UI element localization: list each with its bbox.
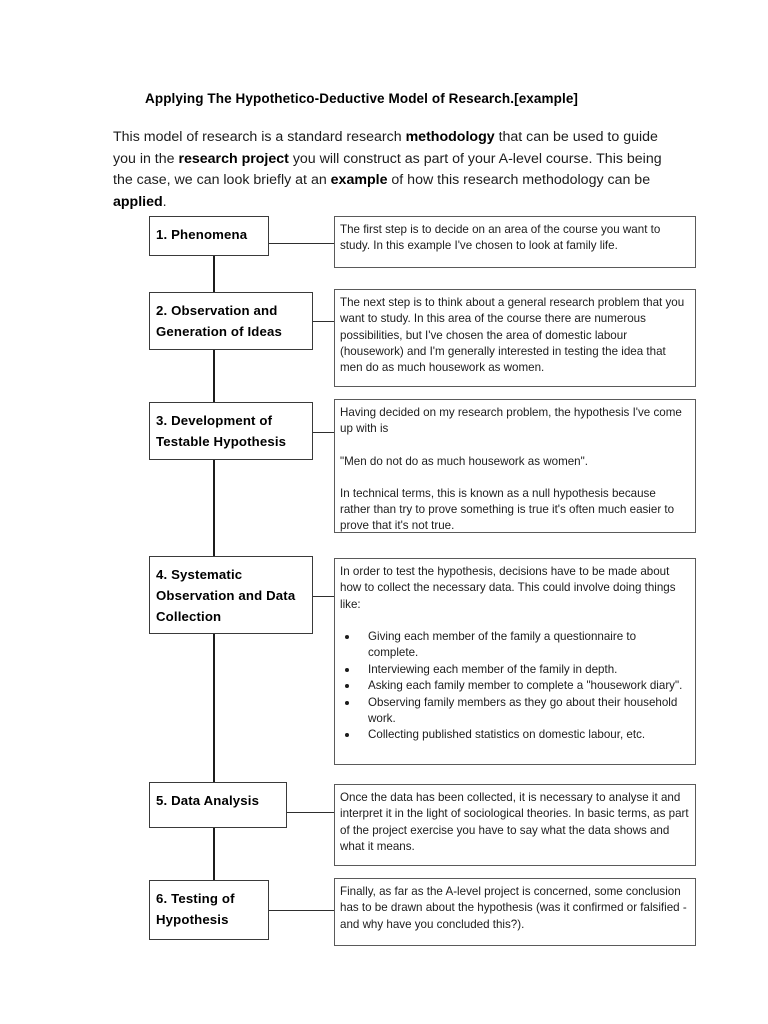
step-text-body-6: Finally, as far as the A-level project i… bbox=[340, 884, 689, 933]
connector-step4-step5 bbox=[213, 634, 215, 782]
step-box-3[interactable]: 3. Development of Testable Hypothesis bbox=[149, 402, 313, 460]
step-text-body-4: In order to test the hypothesis, decisio… bbox=[340, 564, 689, 744]
connector-step1-step2 bbox=[213, 256, 215, 292]
step-text-1: The first step is to decide on an area o… bbox=[334, 216, 696, 268]
list-item: Collecting published statistics on domes… bbox=[340, 727, 689, 743]
step-label-3: 3. Development of Testable Hypothesis bbox=[156, 413, 287, 449]
step-text-body-2: The next step is to think about a genera… bbox=[340, 295, 689, 376]
step-text-paragraph: Once the data has been collected, it is … bbox=[340, 791, 689, 853]
step-text-paragraph: Finally, as far as the A-level project i… bbox=[340, 885, 687, 931]
intro-paragraph: This model of research is a standard res… bbox=[113, 129, 662, 210]
connector-step1-text bbox=[269, 243, 335, 244]
step-bullet-list: Giving each member of the family a quest… bbox=[340, 629, 689, 744]
list-item: Asking each family member to complete a … bbox=[340, 678, 689, 694]
step-text-paragraph: The next step is to think about a genera… bbox=[340, 296, 685, 375]
step-text-body-1: The first step is to decide on an area o… bbox=[340, 222, 689, 255]
step-text-paragraph: Having decided on my research problem, t… bbox=[340, 406, 682, 436]
connector-step3-step4 bbox=[213, 460, 215, 556]
connector-step2-text bbox=[313, 321, 335, 322]
step-text-2: The next step is to think about a genera… bbox=[334, 289, 696, 387]
step-label-5: 5. Data Analysis bbox=[156, 793, 260, 808]
step-box-6[interactable]: 6. Testing of Hypothesis bbox=[149, 880, 269, 940]
step-text-4: In order to test the hypothesis, decisio… bbox=[334, 558, 696, 765]
step-label-4: 4. Systematic Observation and Data Colle… bbox=[156, 567, 296, 624]
step-text-body-3: Having decided on my research problem, t… bbox=[340, 405, 689, 535]
step-text-paragraph: In order to test the hypothesis, decisio… bbox=[340, 565, 676, 611]
step-text-3: Having decided on my research problem, t… bbox=[334, 399, 696, 533]
connector-step6-text bbox=[269, 910, 335, 911]
step-label-2: 2. Observation and Generation of Ideas bbox=[156, 303, 282, 339]
page-title: Applying The Hypothetico-Deductive Model… bbox=[145, 91, 579, 106]
connector-step5-text bbox=[287, 812, 335, 813]
step-text-paragraph: "Men do not do as much housework as wome… bbox=[340, 454, 588, 468]
step-label-1: 1. Phenomena bbox=[156, 227, 248, 242]
connector-step4-text bbox=[313, 596, 335, 597]
step-text-paragraph: In technical terms, this is known as a n… bbox=[340, 486, 675, 533]
step-text-body-5: Once the data has been collected, it is … bbox=[340, 790, 689, 855]
step-text-5: Once the data has been collected, it is … bbox=[334, 784, 696, 866]
step-box-2[interactable]: 2. Observation and Generation of Ideas bbox=[149, 292, 313, 350]
step-label-6: 6. Testing of Hypothesis bbox=[156, 891, 235, 927]
list-item: Observing family members as they go abou… bbox=[340, 695, 689, 728]
step-box-5[interactable]: 5. Data Analysis bbox=[149, 782, 287, 828]
list-item: Giving each member of the family a quest… bbox=[340, 629, 689, 662]
connector-step5-step6 bbox=[213, 828, 215, 880]
step-box-1[interactable]: 1. Phenomena bbox=[149, 216, 269, 256]
step-text-paragraph: The first step is to decide on an area o… bbox=[340, 223, 661, 253]
connector-step3-text bbox=[313, 432, 335, 433]
connector-step2-step3 bbox=[213, 350, 215, 402]
list-item: Interviewing each member of the family i… bbox=[340, 662, 689, 678]
step-text-6: Finally, as far as the A-level project i… bbox=[334, 878, 696, 946]
step-box-4[interactable]: 4. Systematic Observation and Data Colle… bbox=[149, 556, 313, 634]
